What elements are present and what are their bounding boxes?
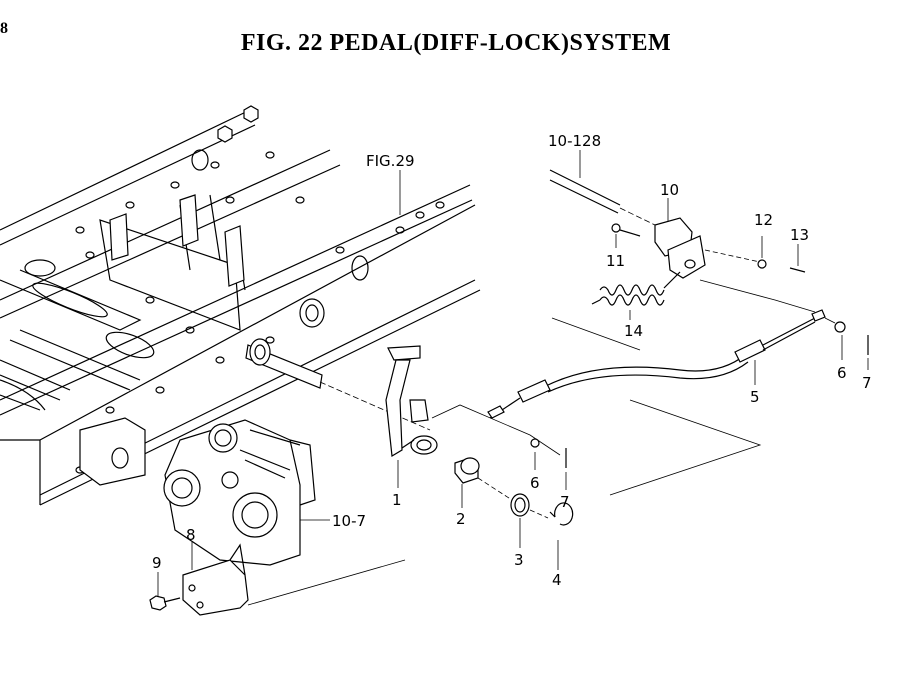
part-8-bracket	[182, 543, 406, 616]
part-11-pin	[611, 223, 641, 237]
part-9-bolt	[149, 595, 181, 611]
chassis-frame	[0, 105, 481, 506]
callout-7a: 7	[560, 493, 570, 511]
callout-6a: 6	[530, 474, 540, 492]
callout-1: 1	[392, 491, 402, 509]
callout-4: 4	[552, 571, 562, 589]
rod-10-128	[549, 169, 656, 226]
part-4-snap-ring	[549, 502, 574, 526]
part-2-bushing	[454, 457, 480, 484]
callout-6b: 6	[837, 364, 847, 382]
transmission-case	[163, 419, 316, 566]
page-number: 8	[0, 20, 8, 37]
callout-14: 14	[624, 322, 643, 340]
callout-fig29: FIG.29	[366, 152, 415, 170]
callout-7b: 7	[862, 374, 872, 392]
callout-3: 3	[514, 551, 524, 569]
figure-title: FIG. 22 PEDAL(DIFF-LOCK)SYSTEM	[240, 30, 672, 56]
part-3-washer	[510, 493, 530, 517]
part-5-cable	[487, 309, 826, 419]
callout-2: 2	[456, 510, 466, 528]
callout-8: 8	[186, 526, 196, 544]
callout-9: 9	[152, 554, 162, 572]
callout-10-7: 10-7	[332, 512, 366, 530]
callout-5: 5	[750, 388, 760, 406]
part-14-spring	[591, 271, 681, 306]
callout-13: 13	[790, 226, 809, 244]
part-10-lever	[654, 217, 706, 279]
callout-10-128: 10-128	[548, 132, 601, 150]
part-1-pedal	[385, 345, 438, 457]
callout-12: 12	[754, 211, 773, 229]
callout-11: 11	[606, 252, 625, 270]
callout-10: 10	[660, 181, 679, 199]
